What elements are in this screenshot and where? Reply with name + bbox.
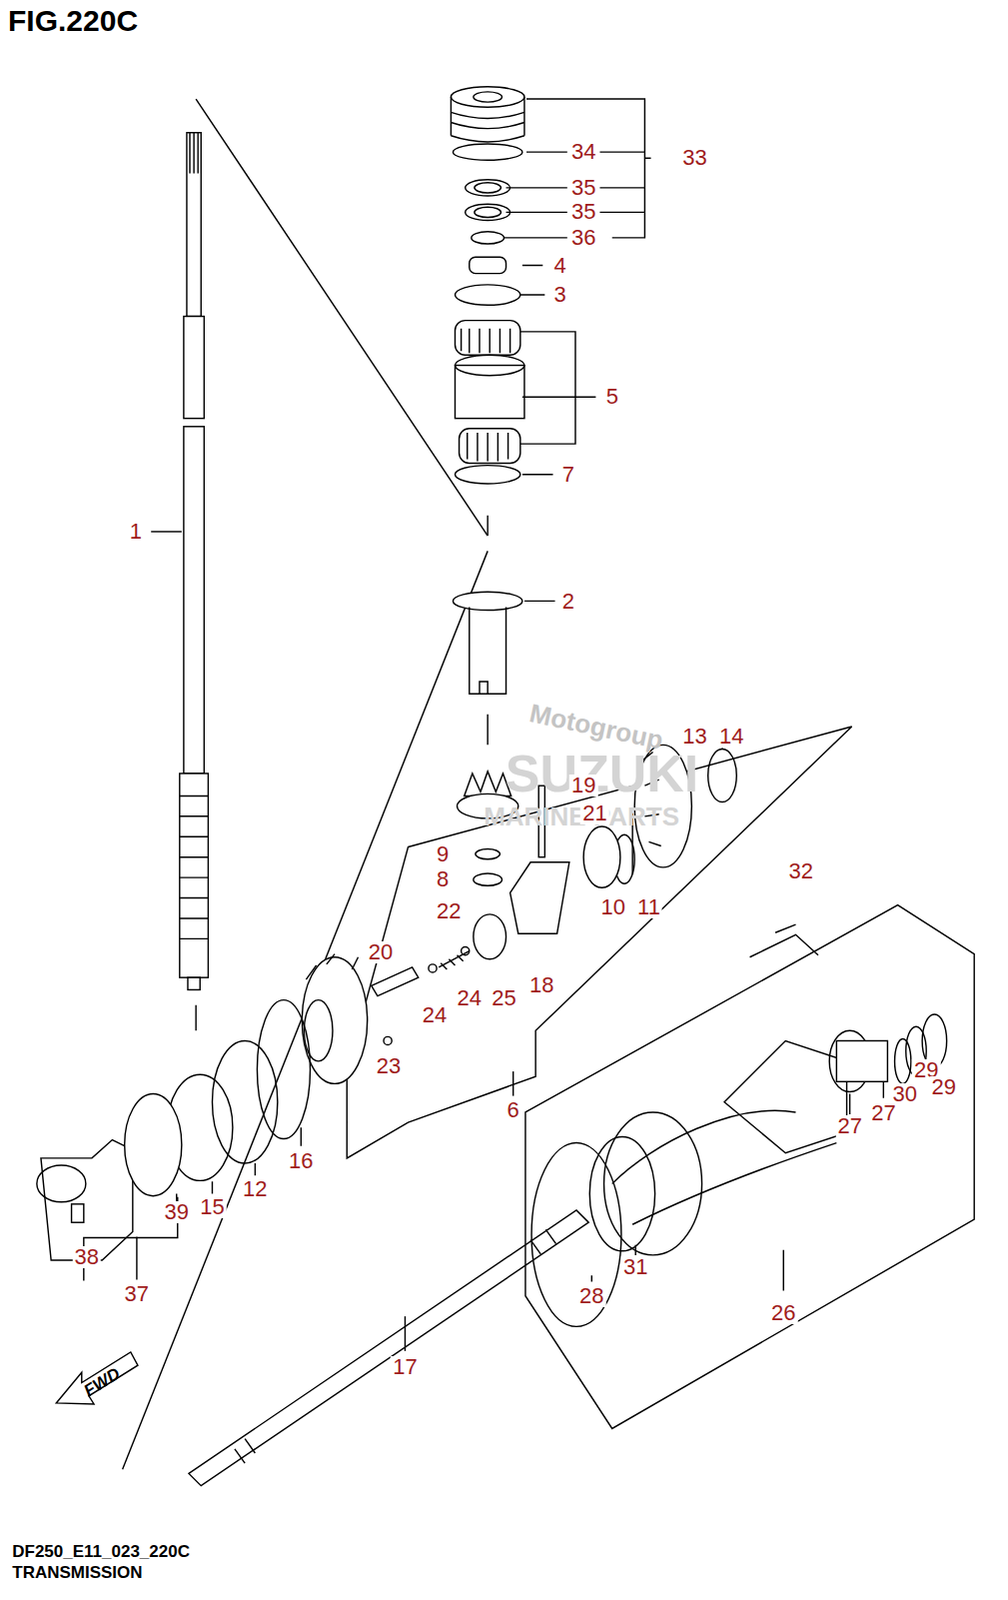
callout-number: 28: [577, 1284, 606, 1307]
callout-number: 18: [527, 974, 556, 997]
callout-number: 35: [569, 176, 598, 199]
watermark: Motogroup: [527, 699, 666, 754]
callout-number: 24: [420, 1004, 449, 1026]
callout-number: 29: [929, 1075, 958, 1098]
callout-number: 34: [569, 140, 598, 163]
callout-number: 4: [552, 254, 569, 277]
callout-number: 22: [434, 900, 463, 923]
callout-number: 24: [455, 987, 484, 1009]
callout-number: 15: [197, 1195, 226, 1218]
callout-number: 25: [489, 987, 518, 1009]
watermark: SUZUKI: [505, 747, 700, 800]
callout-number: 1: [127, 520, 144, 543]
callout-number: 37: [122, 1282, 151, 1305]
callout-number: 9: [434, 843, 451, 866]
callout-number: 8: [434, 868, 451, 891]
callout-number: 19: [569, 774, 598, 797]
callout-number: 31: [621, 1255, 650, 1278]
callout-number: 30: [891, 1082, 920, 1105]
callout-number: 20: [366, 941, 395, 964]
callout-number: 32: [786, 860, 815, 883]
callout-number: 23: [374, 1054, 403, 1077]
callout-number: 21: [580, 802, 609, 825]
callout-number: 10: [599, 896, 628, 919]
direction-mark: FWD: [80, 1363, 123, 1399]
callout-number: 38: [72, 1245, 101, 1268]
callout-number: 6: [505, 1098, 522, 1121]
callout-number: 13: [680, 725, 709, 748]
drawing-code: DF250_E11_023_220C: [11, 1542, 190, 1560]
callout-number: 26: [769, 1301, 798, 1324]
callout-number: 27: [869, 1101, 898, 1124]
callout-number: 17: [390, 1355, 419, 1378]
figure-title: FIG.220C: [7, 5, 138, 36]
figure-caption: TRANSMISSION: [11, 1563, 142, 1581]
callout-number: 36: [569, 226, 598, 249]
callout-number: 27: [835, 1114, 864, 1137]
callout-number: 5: [604, 385, 621, 408]
callout-number: 3: [552, 283, 569, 306]
callout-number: 16: [286, 1149, 315, 1172]
callout-number: 33: [680, 146, 709, 169]
callout-number: 35: [569, 200, 598, 223]
callout-number: 12: [240, 1177, 269, 1200]
callout-number: 14: [717, 725, 746, 748]
callout-number: 2: [560, 590, 577, 613]
callout-number: 39: [161, 1200, 190, 1223]
callout-number: 7: [560, 463, 577, 486]
callout-number: 11: [635, 896, 663, 919]
